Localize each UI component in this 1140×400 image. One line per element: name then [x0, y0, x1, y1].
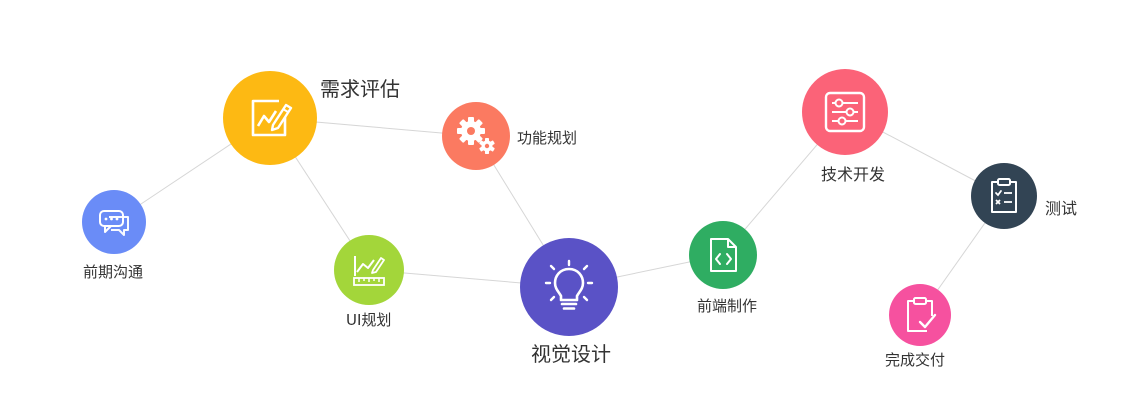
node-development — [802, 69, 888, 155]
label-development: 技术开发 — [821, 165, 886, 184]
lightbulb-icon — [544, 259, 594, 310]
node-requirement-evaluation — [223, 71, 317, 165]
label-frontend: 前端制作 — [697, 297, 758, 315]
pencil-chart-icon — [251, 99, 293, 137]
code-file-icon — [710, 238, 737, 272]
node-visual-design — [520, 238, 618, 336]
label-ui-planning: UI规划 — [346, 311, 392, 329]
label-requirement-evaluation: 需求评估 — [320, 77, 400, 101]
node-function-planning — [442, 102, 510, 170]
gears-icon — [457, 117, 495, 154]
node-frontend — [689, 221, 757, 289]
checklist-clipboard-icon — [991, 178, 1017, 213]
chat-bubbles-icon — [99, 210, 129, 236]
sliders-icon — [824, 91, 866, 133]
node-delivery — [889, 284, 951, 346]
node-ui-planning — [334, 235, 404, 305]
node-communication — [82, 190, 146, 254]
label-delivery: 完成交付 — [885, 351, 946, 369]
ruler-chart-icon — [353, 256, 385, 286]
label-communication: 前期沟通 — [83, 263, 144, 281]
label-visual-design: 视觉设计 — [531, 342, 611, 366]
node-testing — [971, 163, 1037, 229]
check-clipboard-icon — [907, 297, 937, 332]
label-function-planning: 功能规划 — [517, 129, 578, 147]
label-testing: 测试 — [1045, 199, 1078, 218]
